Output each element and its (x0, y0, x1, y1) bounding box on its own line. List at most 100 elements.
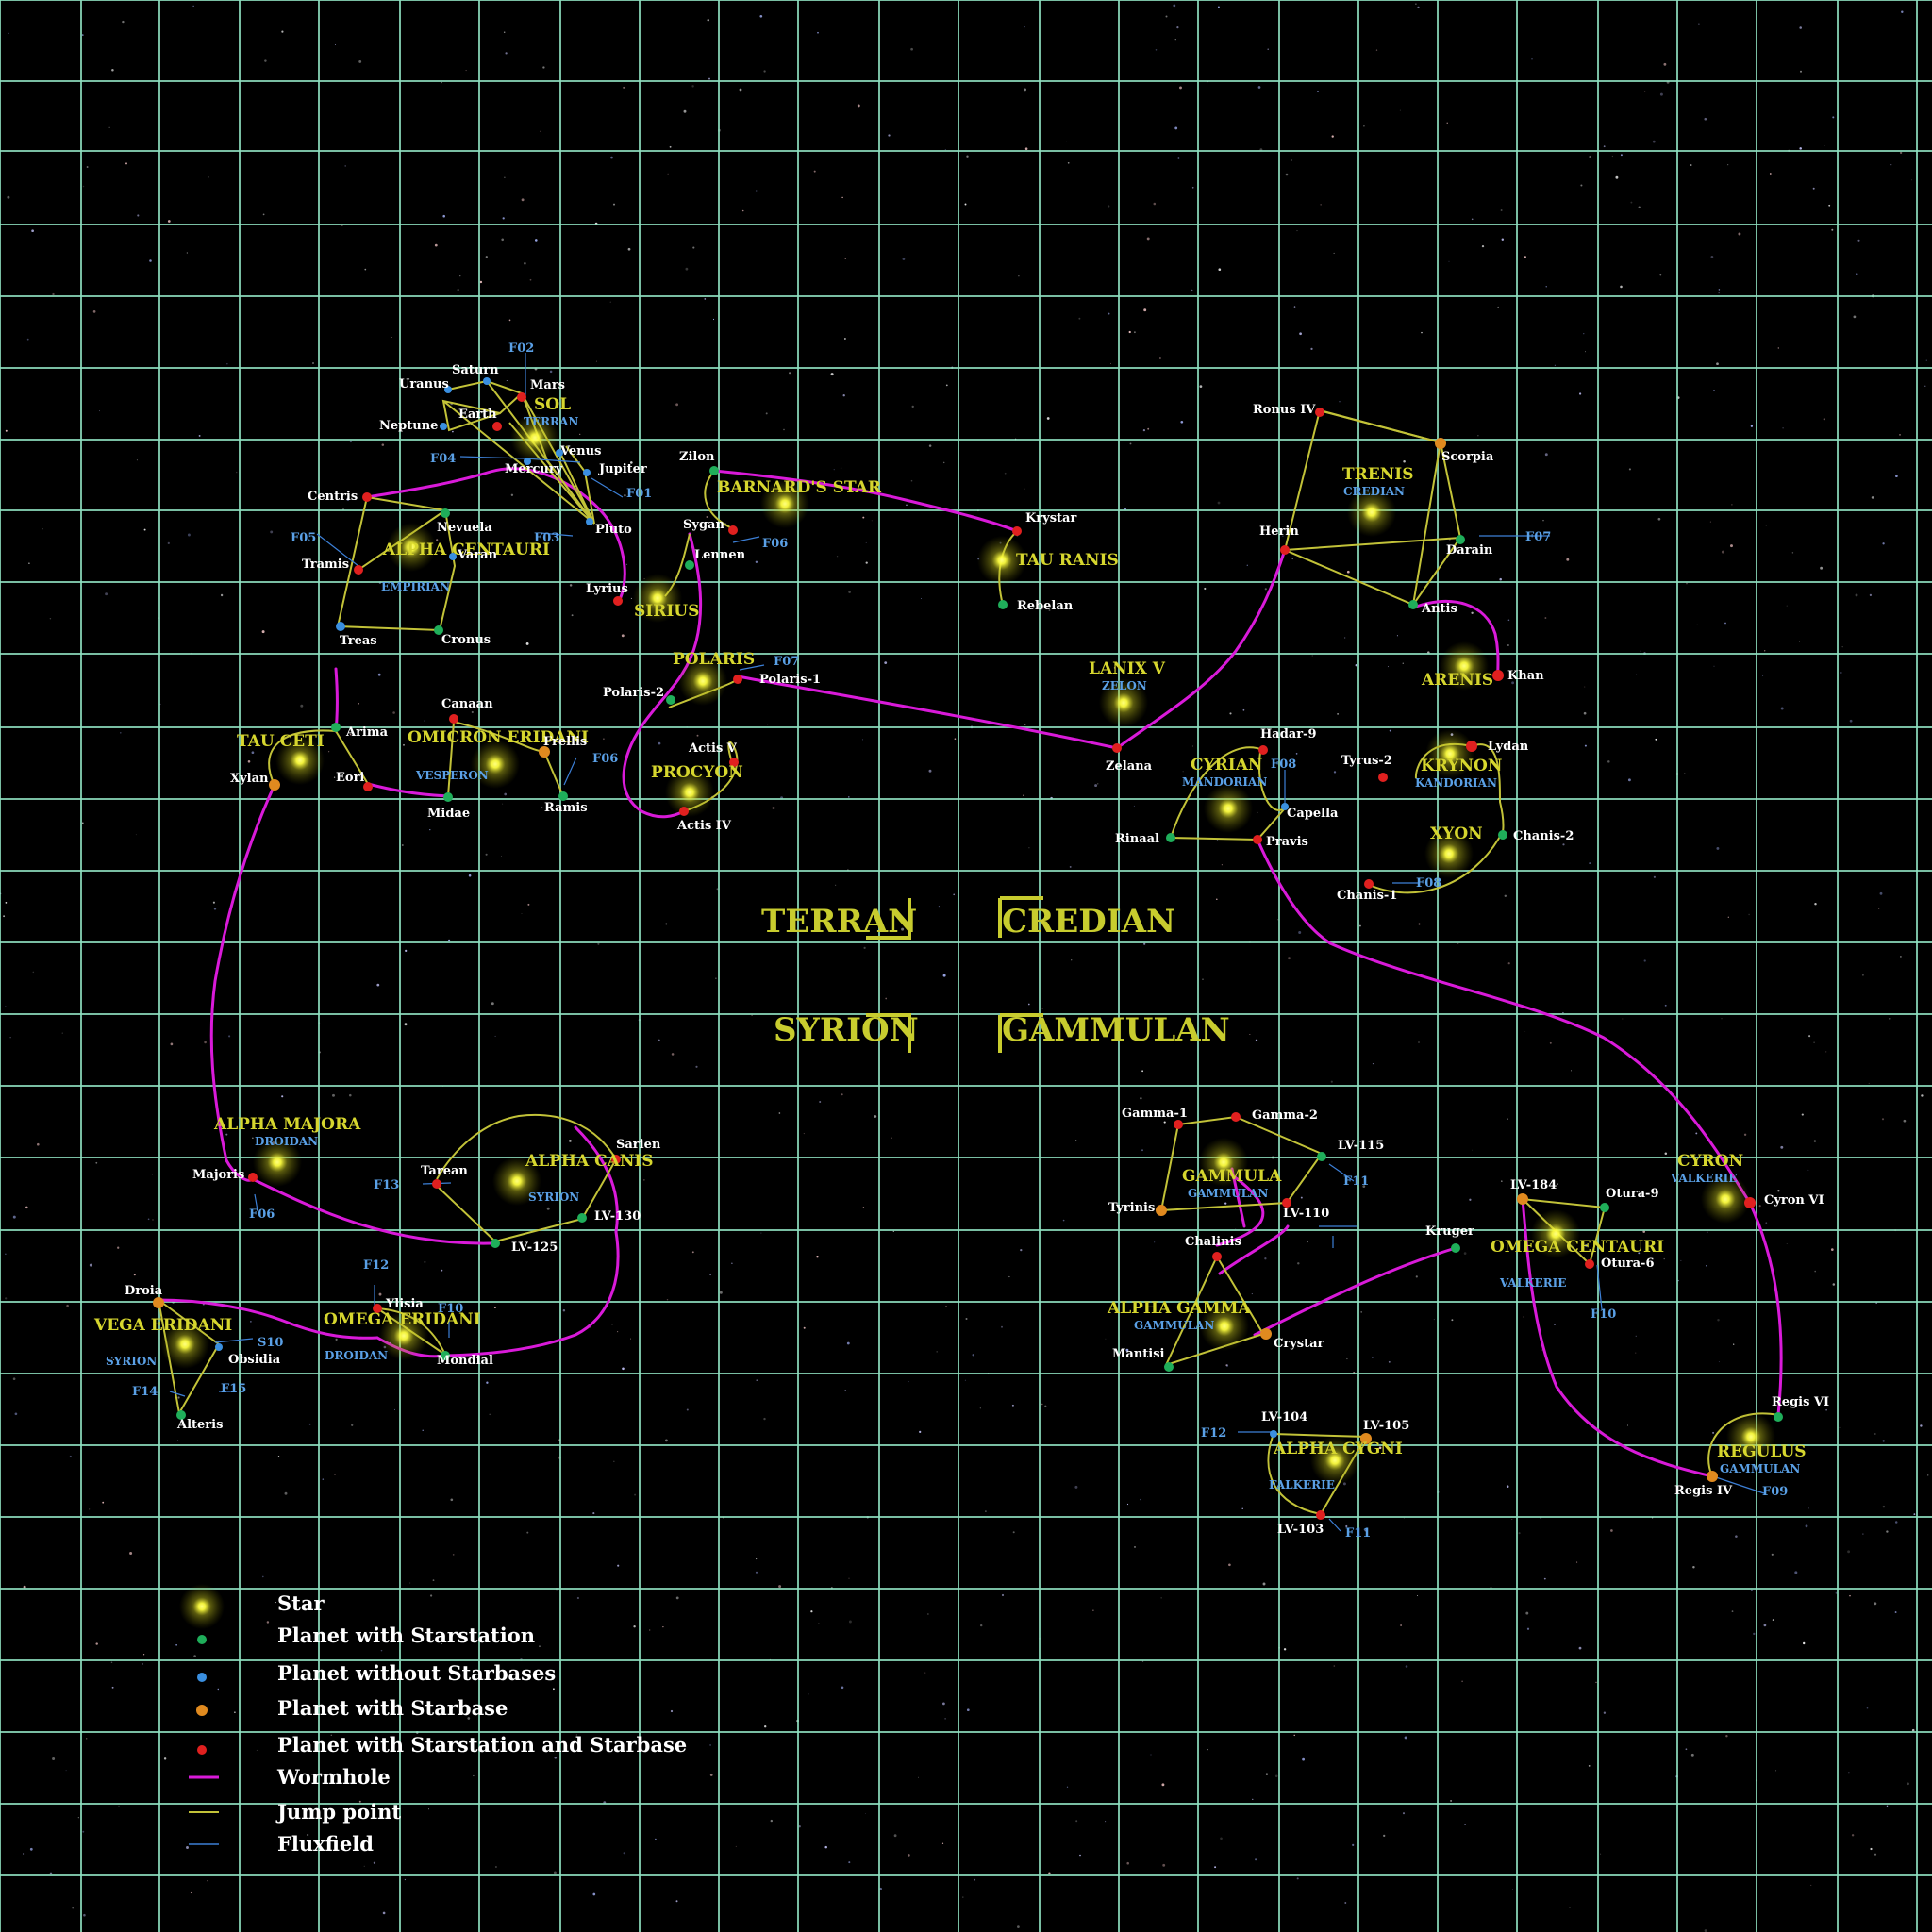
planet-marker[interactable] (679, 807, 689, 816)
planet-name[interactable]: Eori (336, 771, 364, 785)
planet-name[interactable]: LV-130 (594, 1209, 641, 1224)
planet-marker[interactable] (517, 392, 526, 402)
planet-marker[interactable] (331, 723, 341, 732)
planet-name[interactable]: Actis V (688, 741, 738, 756)
planet-marker[interactable] (215, 1343, 223, 1351)
planet-name[interactable]: Otura-6 (1601, 1257, 1655, 1271)
planet-marker[interactable] (1435, 438, 1446, 449)
planet-name[interactable]: Tarean (421, 1164, 468, 1178)
planet-marker[interactable] (1282, 1198, 1291, 1208)
planet-name[interactable]: Krystar (1025, 511, 1076, 525)
planet-marker[interactable] (733, 675, 742, 684)
planet-name[interactable]: Midae (427, 807, 470, 821)
planet-marker[interactable] (1316, 1510, 1325, 1520)
planet-marker[interactable] (1492, 670, 1504, 681)
planet-name[interactable]: Ronus IV (1253, 403, 1316, 417)
planet-name[interactable]: Ylisia (385, 1297, 424, 1311)
planet-marker[interactable] (441, 508, 450, 518)
planet-marker[interactable] (556, 449, 563, 457)
planet-name[interactable]: Alteris (176, 1418, 223, 1432)
planet-name[interactable]: Varan (457, 548, 498, 562)
planet-marker[interactable] (1378, 773, 1388, 782)
planet-marker[interactable] (1498, 830, 1507, 840)
planet-marker[interactable] (524, 458, 531, 465)
planet-marker[interactable] (1012, 526, 1022, 536)
planet-name[interactable]: LV-184 (1510, 1178, 1557, 1192)
planet-marker[interactable] (1360, 1433, 1372, 1444)
planet-marker[interactable] (443, 792, 453, 802)
planet-name[interactable]: Regis IV (1674, 1484, 1733, 1498)
planet-marker[interactable] (1112, 743, 1122, 753)
planet-name[interactable]: Cyron VI (1764, 1193, 1824, 1208)
planet-marker[interactable] (558, 791, 568, 801)
planet-marker[interactable] (440, 423, 447, 430)
planet-name[interactable]: Earth (458, 408, 497, 422)
planet-marker[interactable] (998, 600, 1008, 609)
planet-marker[interactable] (1156, 1205, 1167, 1216)
planet-name[interactable]: Polaris-2 (603, 686, 664, 700)
planet-name[interactable]: Mantisi (1112, 1347, 1165, 1361)
planet-name[interactable]: Scorpia (1441, 450, 1494, 464)
planet-name[interactable]: Treas (340, 634, 377, 648)
planet-marker[interactable] (728, 525, 738, 535)
planet-marker[interactable] (1317, 1152, 1326, 1161)
planet-marker[interactable] (441, 1351, 450, 1360)
planet-marker[interactable] (1281, 803, 1289, 810)
planet-name[interactable]: Actis IV (676, 819, 732, 833)
planet-marker[interactable] (1253, 835, 1262, 844)
planet-marker[interactable] (373, 1304, 382, 1313)
planet-name[interactable]: Chanis-2 (1513, 829, 1574, 843)
planet-marker[interactable] (483, 377, 491, 385)
planet-name[interactable]: Zelana (1106, 759, 1153, 774)
planet-marker[interactable] (709, 466, 719, 475)
planet-marker[interactable] (1466, 741, 1477, 752)
planet-name[interactable]: Venus (559, 444, 601, 458)
planet-name[interactable]: Gamma-1 (1122, 1107, 1188, 1121)
planet-marker[interactable] (1164, 1362, 1174, 1372)
planet-name[interactable]: LV-105 (1363, 1419, 1409, 1433)
planet-name[interactable]: Chalinis (1185, 1235, 1241, 1249)
planet-name[interactable]: Mercury (505, 462, 563, 476)
planet-marker[interactable] (577, 1213, 587, 1223)
planet-marker[interactable] (153, 1297, 164, 1308)
planet-name[interactable]: Canaan (441, 697, 493, 711)
planet-name[interactable]: Khan (1507, 669, 1544, 683)
planet-name[interactable]: Pravis (1266, 835, 1308, 849)
planet-marker[interactable] (449, 714, 458, 724)
planet-name[interactable]: Rebelan (1017, 599, 1074, 613)
planet-name[interactable]: Obsidia (228, 1353, 281, 1367)
planet-name[interactable]: Nevuela (437, 521, 492, 535)
planet-name[interactable]: LV-125 (511, 1241, 558, 1255)
planet-name[interactable]: Jupiter (598, 462, 647, 476)
planet-marker[interactable] (611, 1155, 621, 1164)
planet-name[interactable]: Darain (1446, 543, 1493, 558)
planet-name[interactable]: Mondial (437, 1354, 493, 1368)
planet-name[interactable]: Cronus (441, 633, 491, 647)
planet-marker[interactable] (362, 492, 372, 502)
planet-marker[interactable] (432, 1179, 441, 1189)
planet-name[interactable]: Antis (1421, 602, 1457, 616)
planet-name[interactable]: Pluto (595, 523, 632, 537)
planet-name[interactable]: Kruger (1425, 1224, 1474, 1239)
planet-name[interactable]: Gamma-2 (1252, 1108, 1318, 1123)
planet-marker[interactable] (444, 386, 452, 393)
planet-marker[interactable] (1258, 745, 1268, 755)
planet-name[interactable]: Tramis (302, 558, 349, 572)
planet-name[interactable]: Ramis (544, 801, 588, 815)
planet-marker[interactable] (336, 622, 345, 631)
planet-name[interactable]: Lyrius (586, 582, 628, 596)
planet-marker[interactable] (685, 560, 694, 570)
planet-marker[interactable] (176, 1410, 186, 1420)
planet-marker[interactable] (1174, 1120, 1183, 1129)
planet-name[interactable]: Sarien (616, 1138, 661, 1152)
planet-marker[interactable] (1744, 1197, 1756, 1208)
planet-name[interactable]: Regis VI (1772, 1395, 1829, 1409)
planet-marker[interactable] (363, 782, 373, 791)
planet-name[interactable]: Lydan (1488, 740, 1529, 754)
planet-marker[interactable] (492, 422, 502, 431)
planet-marker[interactable] (248, 1173, 258, 1182)
planet-name[interactable]: Xylan (230, 772, 269, 786)
planet-name[interactable]: Polaris-1 (759, 673, 821, 687)
planet-marker[interactable] (1315, 408, 1324, 417)
planet-marker[interactable] (539, 746, 550, 758)
